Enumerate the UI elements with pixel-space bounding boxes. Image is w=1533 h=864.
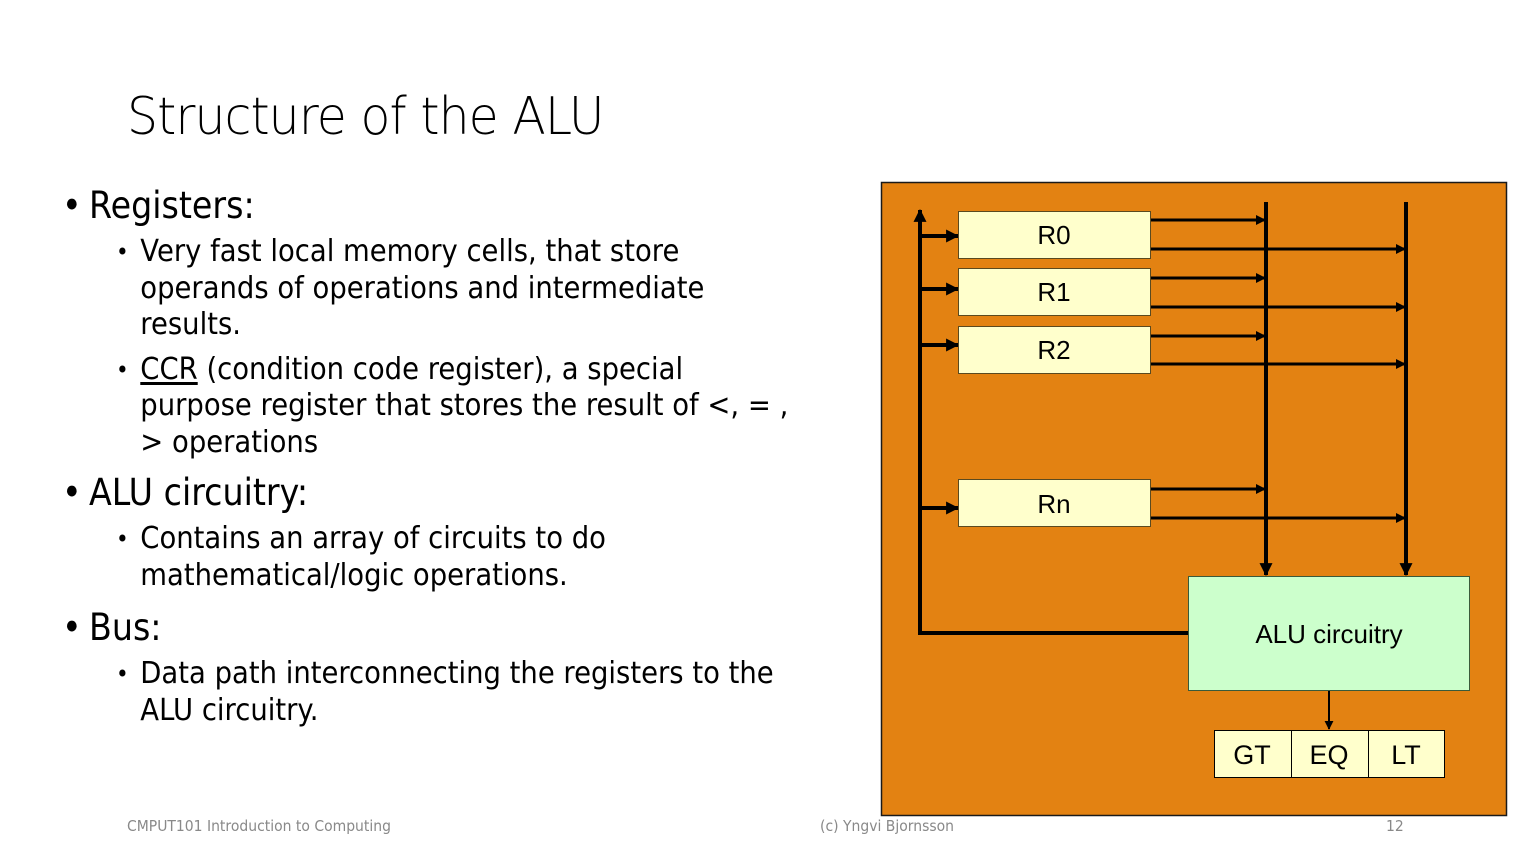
- flag-gt: [1214, 730, 1292, 778]
- alu-label: ALU circuitry: [1255, 619, 1402, 649]
- bullet-registers: • Registers:: [62, 184, 791, 228]
- sub-bullet-line: purpose register that stores the result …: [140, 388, 789, 423]
- ccr-register: GT EQ LT: [1214, 730, 1445, 778]
- register-output-arrows: [1150, 215, 1406, 523]
- register-label: R0: [1037, 220, 1070, 250]
- sub-bullet-line: (condition code register), a special: [197, 351, 684, 387]
- bullet-dot: •: [62, 184, 82, 227]
- sub-bullet-line: > operations: [140, 424, 319, 460]
- bullet-dot: •: [116, 355, 129, 384]
- sub-bullet: • Contains an array of circuits to do ma…: [62, 521, 791, 594]
- slide-title: Structure of the ALU: [127, 87, 604, 147]
- sub-bullet: • Data path interconnecting the register…: [62, 656, 791, 729]
- sub-bullet-line: Very fast local memory cells, that store: [140, 234, 680, 269]
- register-r0: R0: [958, 211, 1151, 259]
- bullet-dot: •: [62, 471, 82, 514]
- footer-course: CMPUT101 Introduction to Computing: [127, 817, 391, 835]
- bullet-dot: •: [62, 606, 82, 649]
- ccr-link[interactable]: CCR: [140, 351, 198, 387]
- bullet-alu-circuitry: • ALU circuitry:: [62, 471, 791, 515]
- footer-author: (c) Yngvi Bjornsson: [820, 817, 955, 835]
- sub-bullet-line: mathematical/logic operations.: [140, 557, 568, 593]
- bullet-dot: •: [116, 238, 129, 266]
- register-r2: R2: [958, 326, 1151, 374]
- sub-bullet-line: Data path interconnecting the registers …: [140, 656, 774, 691]
- bullet-bus: • Bus:: [62, 606, 791, 650]
- alu-circuitry-box: ALU circuitry: [1188, 576, 1470, 691]
- bullet-dot: •: [116, 660, 129, 688]
- bullet-dot: •: [116, 525, 129, 553]
- sub-bullet-ccr: • CCR (condition code register), a speci…: [62, 352, 791, 462]
- sub-bullet-line: operands of operations and intermediate: [140, 270, 705, 306]
- register-rn: Rn: [958, 479, 1151, 527]
- register-label: Rn: [1037, 489, 1070, 519]
- sub-bullet-line: ALU circuitry.: [140, 692, 319, 728]
- bullet-heading: ALU circuitry:: [89, 471, 309, 514]
- sub-bullet-line: Contains an array of circuits to do: [140, 521, 606, 556]
- bullet-heading: Registers:: [89, 184, 255, 227]
- sub-bullet-line: results.: [140, 307, 241, 342]
- flag-label: GT: [1233, 740, 1271, 770]
- flag-label: EQ: [1309, 740, 1348, 770]
- sub-bullet: • Very fast local memory cells, that sto…: [62, 234, 791, 344]
- footer-page-number: 12: [1386, 817, 1404, 835]
- flag-label: LT: [1391, 740, 1421, 770]
- flag-eq: [1291, 730, 1369, 778]
- bus-line: [913, 208, 1188, 635]
- flag-lt: [1368, 730, 1445, 778]
- register-label: R2: [1037, 335, 1070, 365]
- bullet-heading: Bus:: [89, 606, 162, 649]
- slide-body: • Registers: • Very fast local memory ce…: [62, 184, 872, 729]
- register-label: R1: [1037, 277, 1070, 307]
- register-r1: R1: [958, 268, 1151, 316]
